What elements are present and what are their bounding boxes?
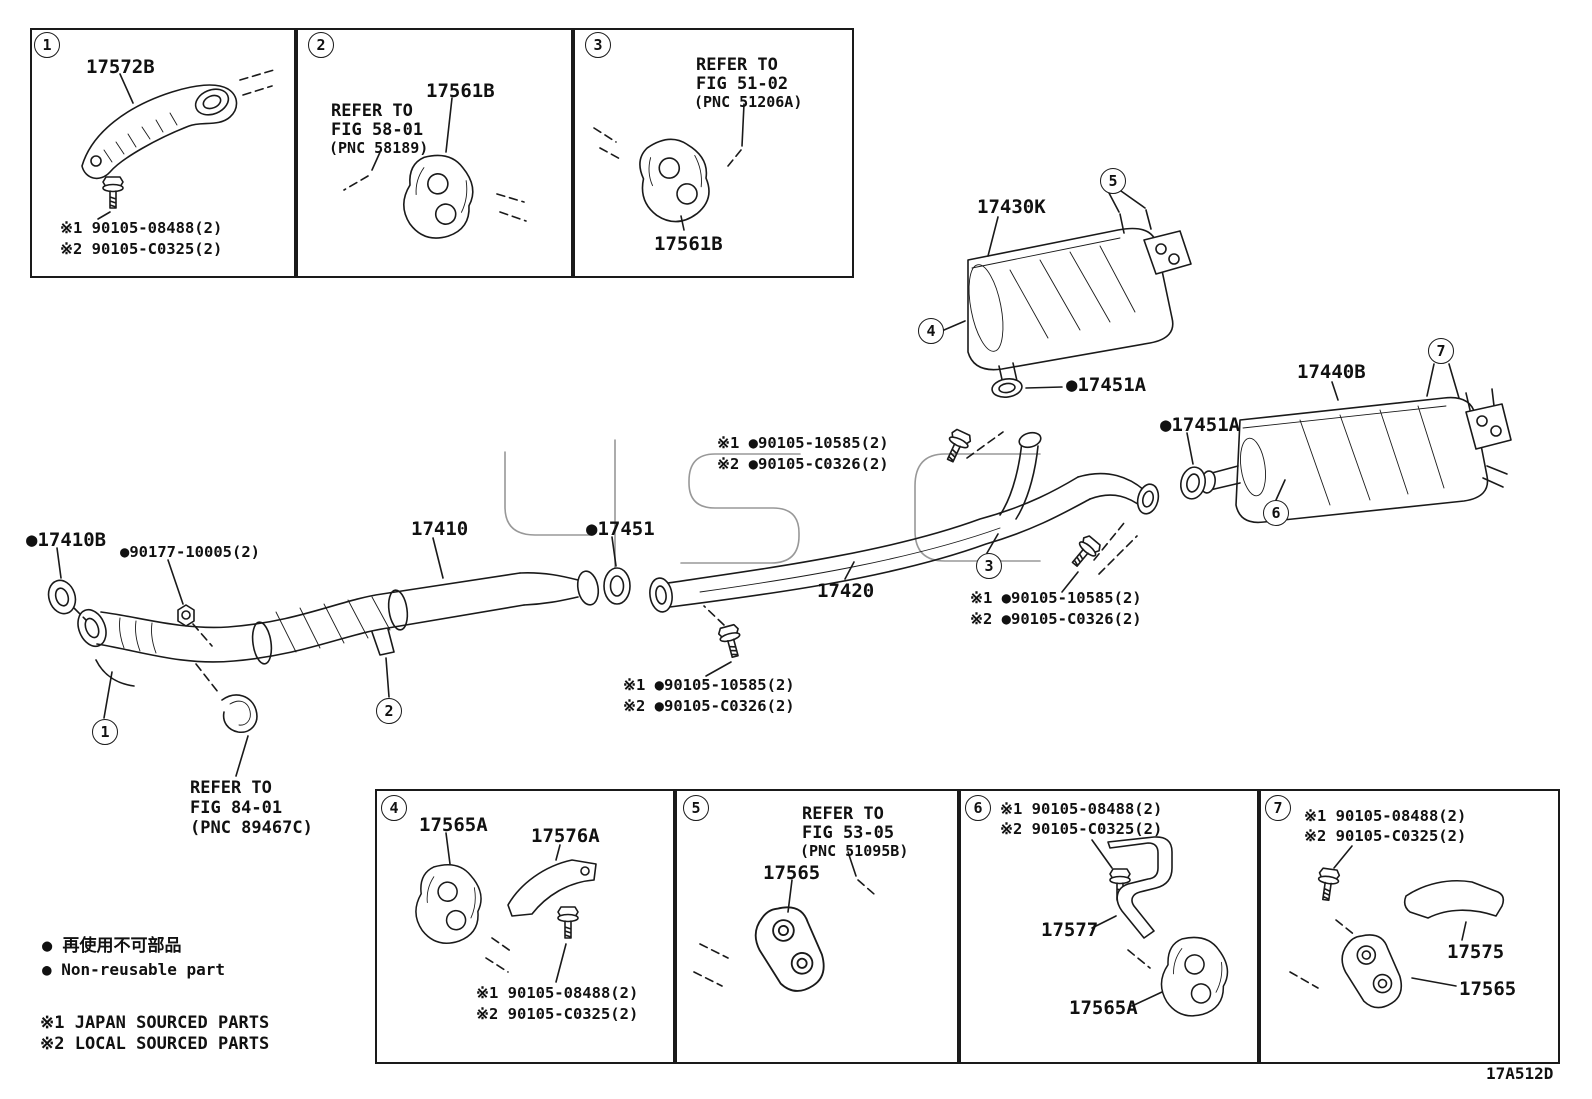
part-label-17420[interactable]: 17420 — [817, 580, 875, 602]
part-label-17577[interactable]: 17577 — [1041, 919, 1099, 941]
part-label-17565[interactable]: 17565 — [1459, 978, 1517, 1000]
callout-box-1: 1 — [34, 32, 60, 58]
detail-box-5 — [675, 789, 959, 1064]
part-note[interactable]: ※1 ●90105-10585(2) — [623, 676, 795, 694]
part-note[interactable]: ※2 90105-C0325(2) — [1000, 820, 1163, 838]
part-label-17565[interactable]: 17565 — [763, 862, 821, 884]
detail-box-3 — [573, 28, 854, 278]
part-label-17451[interactable]: ●17451 — [586, 518, 655, 540]
part-label-17561B[interactable]: 17561B — [426, 80, 495, 102]
refer-text: FIG 58-01 — [331, 120, 424, 140]
diagram-code: 17A512D — [1486, 1064, 1554, 1083]
part-label-17565A[interactable]: 17565A — [1069, 997, 1138, 1019]
refer-text: FIG 53-05 — [802, 823, 895, 843]
refer-text: (PNC 51095B) — [800, 842, 909, 860]
detail-box-1 — [30, 28, 296, 278]
part-label-17561B[interactable]: 17561B — [654, 233, 723, 255]
refer-text: (PNC 89467C) — [190, 818, 313, 838]
callout-main-5: 5 — [1100, 168, 1126, 194]
part-label-17440B[interactable]: 17440B — [1297, 361, 1366, 383]
refer-text: (PNC 51206A) — [694, 93, 803, 111]
legend-non-reusable-jp: ● 再使用不可部品 — [42, 936, 182, 956]
part-note[interactable]: ※1 ●90105-10585(2) — [970, 589, 1142, 607]
part-label-17410[interactable]: 17410 — [411, 518, 469, 540]
part-label-17575[interactable]: 17575 — [1447, 941, 1505, 963]
refer-text: REFER TO — [331, 101, 413, 121]
callout-box-4: 4 — [381, 795, 407, 821]
part-note[interactable]: ※2 90105-C0325(2) — [60, 240, 223, 258]
part-note[interactable]: ※2 90105-C0325(2) — [1304, 827, 1467, 845]
refer-text: REFER TO — [802, 804, 884, 824]
callout-box-3: 3 — [585, 32, 611, 58]
part-note[interactable]: ※1 90105-08488(2) — [476, 984, 639, 1002]
part-note[interactable]: ※2 90105-C0325(2) — [476, 1005, 639, 1023]
part-label-17451A[interactable]: ●17451A — [1066, 374, 1147, 396]
callout-main-1: 1 — [92, 719, 118, 745]
callout-box-7: 7 — [1265, 795, 1291, 821]
callout-main-2: 2 — [376, 698, 402, 724]
part-label-17565A[interactable]: 17565A — [419, 814, 488, 836]
part-note[interactable]: ※1 90105-08488(2) — [1000, 800, 1163, 818]
part-label-17410B[interactable]: ●17410B — [26, 529, 107, 551]
callout-main-3: 3 — [976, 553, 1002, 579]
callout-main-6: 6 — [1263, 500, 1289, 526]
detail-box-7 — [1259, 789, 1560, 1064]
callout-main-7: 7 — [1428, 338, 1454, 364]
front-pipe-17410-drawing — [47, 536, 631, 777]
part-note[interactable]: ※1 90105-08488(2) — [1304, 807, 1467, 825]
part-label-90177[interactable]: ●90177-10005(2) — [120, 543, 260, 561]
refer-text: (PNC 58189) — [329, 139, 429, 157]
refer-text: REFER TO — [696, 55, 778, 75]
legend-non-reusable-en: ● Non-reusable part — [42, 960, 226, 979]
callout-box-2: 2 — [308, 32, 334, 58]
part-note[interactable]: ※2 ●90105-C0326(2) — [717, 455, 889, 473]
part-note[interactable]: ※2 ●90105-C0326(2) — [623, 697, 795, 715]
detail-box-6 — [959, 789, 1259, 1064]
callout-main-4: 4 — [918, 318, 944, 344]
part-note[interactable]: ※1 90105-08488(2) — [60, 219, 223, 237]
rear-muffler-17430K-drawing — [943, 190, 1192, 398]
detail-box-2 — [296, 28, 573, 278]
part-note[interactable]: ※2 ●90105-C0326(2) — [970, 610, 1142, 628]
refer-text: FIG 84-01 — [190, 798, 283, 818]
detail-box-4 — [375, 789, 675, 1064]
part-label-17430K[interactable]: 17430K — [977, 196, 1046, 218]
part-note[interactable]: ※1 ●90105-10585(2) — [717, 434, 889, 452]
refer-text: REFER TO — [190, 778, 272, 798]
callout-box-6: 6 — [965, 795, 991, 821]
side-muffler-17440B-drawing — [1179, 363, 1512, 524]
part-label-17572B[interactable]: 17572B — [86, 56, 155, 78]
refer-text: FIG 51-02 — [696, 74, 789, 94]
callout-box-5: 5 — [683, 795, 709, 821]
legend-local-sourced: ※2 LOCAL SOURCED PARTS — [40, 1034, 270, 1054]
part-label-17451A[interactable]: ●17451A — [1160, 414, 1241, 436]
legend-japan-sourced: ※1 JAPAN SOURCED PARTS — [40, 1013, 270, 1033]
part-label-17576A[interactable]: 17576A — [531, 825, 600, 847]
